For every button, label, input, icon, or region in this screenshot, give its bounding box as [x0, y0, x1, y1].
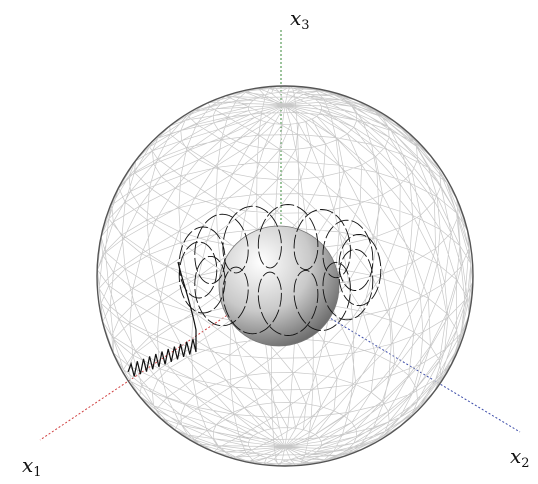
mesh-lines	[97, 86, 473, 466]
trajectory-curve	[127, 204, 382, 377]
trajectory-entry	[127, 261, 197, 377]
axis-x1-line	[39, 299, 251, 441]
axis-label-x3: x3	[290, 6, 310, 33]
axis-label-x1: x1	[22, 453, 42, 480]
outer-sphere-mesh	[97, 86, 473, 466]
trajectory-orbit	[178, 204, 382, 336]
inner-sphere	[218, 225, 340, 347]
outer-sphere-outline	[96, 85, 474, 467]
axis-label-x2: x2	[510, 444, 530, 471]
